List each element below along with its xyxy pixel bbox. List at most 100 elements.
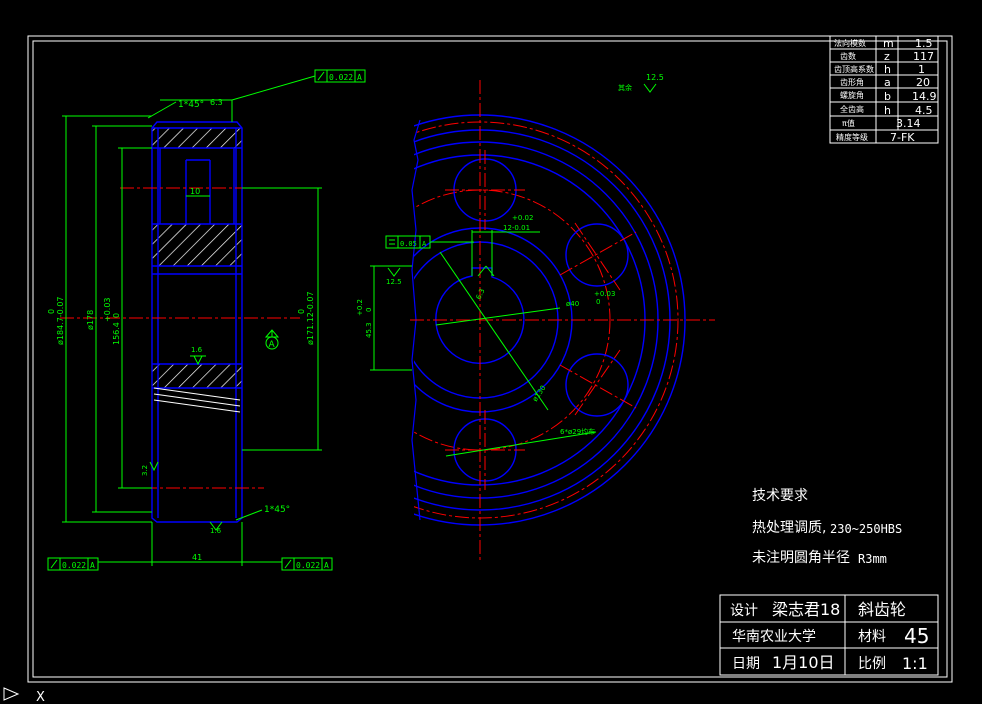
dia-156-tol: +0.03 bbox=[103, 297, 112, 322]
param-symbol: h bbox=[884, 63, 891, 76]
chamfer-bottom-label: 1*45° bbox=[264, 505, 290, 515]
roughness-symbol-icon bbox=[149, 461, 159, 472]
param-value: 14.9 bbox=[912, 90, 937, 103]
roughness-note-value: 12.5 bbox=[646, 73, 664, 82]
tol-bottom-right-value: 0.022 bbox=[296, 561, 320, 570]
param-value: 7-FK bbox=[890, 131, 915, 144]
dia-178-label: ø178 bbox=[86, 310, 95, 330]
front-view bbox=[370, 80, 715, 560]
width-41-label: 41 bbox=[192, 553, 202, 562]
roughness-symbol-icon bbox=[209, 521, 223, 531]
tech-line2-value: R3mm bbox=[858, 552, 887, 566]
dia-171-label: ø171.12-0.07 bbox=[306, 291, 315, 345]
roughness-top-value: 6.3 bbox=[210, 98, 223, 107]
param-value: 4.5 bbox=[915, 104, 933, 117]
svg-text:A: A bbox=[269, 340, 276, 350]
dia-156-label: 156.4 bbox=[112, 322, 121, 345]
tol-frame-bottom-right bbox=[281, 557, 333, 571]
param-symbol: h bbox=[884, 104, 891, 117]
tech-line1-value: 230~250HBS bbox=[830, 522, 902, 536]
param-symbol: m bbox=[883, 37, 894, 50]
keyway-width: 12-0.01 bbox=[503, 224, 530, 232]
roughness-bottom-value: 1.6 bbox=[210, 527, 222, 535]
part-name: 斜齿轮 bbox=[858, 600, 906, 619]
params-table-text: 法向模数 m 1.5 齿数 z 117 齿顶高系数 h 1 齿形角 a 20 螺… bbox=[834, 37, 937, 144]
roughness-symbol-icon bbox=[643, 83, 657, 93]
bore-tol-low: 0 bbox=[596, 298, 600, 306]
holes-label: 6*ø29均布 bbox=[560, 427, 595, 436]
cursor-marker: X bbox=[36, 690, 45, 704]
roughness-63-value: 6.3 bbox=[475, 287, 487, 300]
date-value: 1月10日 bbox=[772, 653, 835, 672]
tech-title: 技术要求 bbox=[752, 488, 808, 504]
roughness-symbol-icon bbox=[387, 267, 401, 277]
param-value: 117 bbox=[913, 50, 934, 63]
key-dim-low: 0 bbox=[365, 308, 373, 312]
flatness-value: 0.05 bbox=[400, 240, 417, 248]
params-table bbox=[829, 35, 939, 144]
roughness-symbol-icon bbox=[193, 355, 203, 366]
tol-frame-top bbox=[314, 69, 366, 83]
inner-frame bbox=[32, 40, 948, 678]
param-value: 20 bbox=[916, 76, 930, 89]
scale-value: 1:1 bbox=[902, 654, 928, 673]
param-value: 1.5 bbox=[915, 37, 933, 50]
param-name: 精度等级 bbox=[836, 132, 868, 142]
param-name: π值 bbox=[842, 118, 855, 128]
tech-line2: 未注明圆角半径 bbox=[752, 550, 850, 566]
slot-width-label: 10 bbox=[190, 187, 200, 196]
bore-dim-label: ø40 bbox=[566, 300, 579, 308]
tol-bottom-left-value: 0.022 bbox=[62, 561, 86, 570]
param-name: 齿形角 bbox=[840, 77, 864, 87]
param-symbol: a bbox=[884, 76, 891, 89]
roughness-note: 其余 12.5 bbox=[618, 73, 664, 93]
section-view: A bbox=[47, 69, 366, 571]
bore-tol-upper: +0.03 bbox=[594, 290, 615, 298]
keyway-tol-upper: +0.02 bbox=[512, 214, 533, 222]
datum-a-icon: A bbox=[264, 329, 280, 350]
roughness-32-label: 3.2 bbox=[141, 465, 149, 476]
param-symbol: z bbox=[884, 50, 890, 63]
key-dim-tol-upper: +0.2 bbox=[356, 299, 364, 316]
pcd-label: ø130 bbox=[531, 384, 548, 403]
dia-171-upper: 0 bbox=[297, 309, 306, 314]
param-name: 螺旋角 bbox=[840, 90, 864, 100]
roughness-note-label: 其余 bbox=[618, 83, 632, 92]
param-value: 1 bbox=[918, 63, 925, 76]
section-view-labels: 1*45° 6.3 0.022 A 10 ø184.7-0.07 0 ø178 … bbox=[47, 73, 362, 570]
design-label: 设计 bbox=[730, 603, 758, 619]
school-name: 华南农业大学 bbox=[732, 629, 816, 645]
dia-156-low: 0 bbox=[112, 313, 121, 318]
tech-requirements: 技术要求 热处理调质, 230~250HBS 未注明圆角半径 R3mm bbox=[752, 488, 902, 566]
ucs-icon bbox=[3, 687, 20, 701]
dia-outer-label: ø184.7-0.07 bbox=[56, 297, 65, 346]
roughness-125-value: 12.5 bbox=[386, 278, 402, 286]
param-symbol: b bbox=[884, 90, 891, 103]
key-dim-label: 45.3 bbox=[365, 322, 373, 338]
title-block bbox=[719, 594, 939, 676]
tech-line1: 热处理调质, bbox=[752, 520, 826, 536]
flatness-datum: A bbox=[422, 240, 427, 248]
dia-outer-upper: 0 bbox=[47, 309, 56, 314]
flatness-frame bbox=[385, 235, 431, 249]
roughness-16-label: 1.6 bbox=[191, 346, 203, 354]
param-name: 齿顶高系数 bbox=[834, 64, 874, 74]
chamfer-top-label: 1*45° bbox=[178, 100, 204, 110]
material-label: 材料 bbox=[858, 629, 886, 645]
front-view-labels: +0.02 12-0.01 0.05 A 12.5 6.3 +0.2 45.3 … bbox=[356, 214, 615, 436]
scale-label: 比例 bbox=[858, 656, 886, 672]
outer-frame bbox=[27, 35, 953, 683]
param-name: 齿数 bbox=[840, 51, 856, 61]
tol-top-datum: A bbox=[357, 73, 362, 82]
tol-bottom-right-datum: A bbox=[324, 561, 329, 570]
designer-name: 梁志君18 bbox=[772, 600, 840, 619]
param-name: 全齿高 bbox=[840, 104, 864, 114]
tol-top-value: 0.022 bbox=[329, 73, 353, 82]
param-name: 法向模数 bbox=[834, 38, 866, 48]
date-label: 日期 bbox=[732, 656, 760, 672]
param-value: 3.14 bbox=[896, 117, 921, 130]
tol-frame-bottom-left bbox=[47, 557, 99, 571]
title-block-text: 设计 梁志君18 斜齿轮 华南农业大学 材料 45 日期 1月10日 比例 1:… bbox=[730, 600, 929, 673]
tol-bottom-left-datum: A bbox=[90, 561, 95, 570]
